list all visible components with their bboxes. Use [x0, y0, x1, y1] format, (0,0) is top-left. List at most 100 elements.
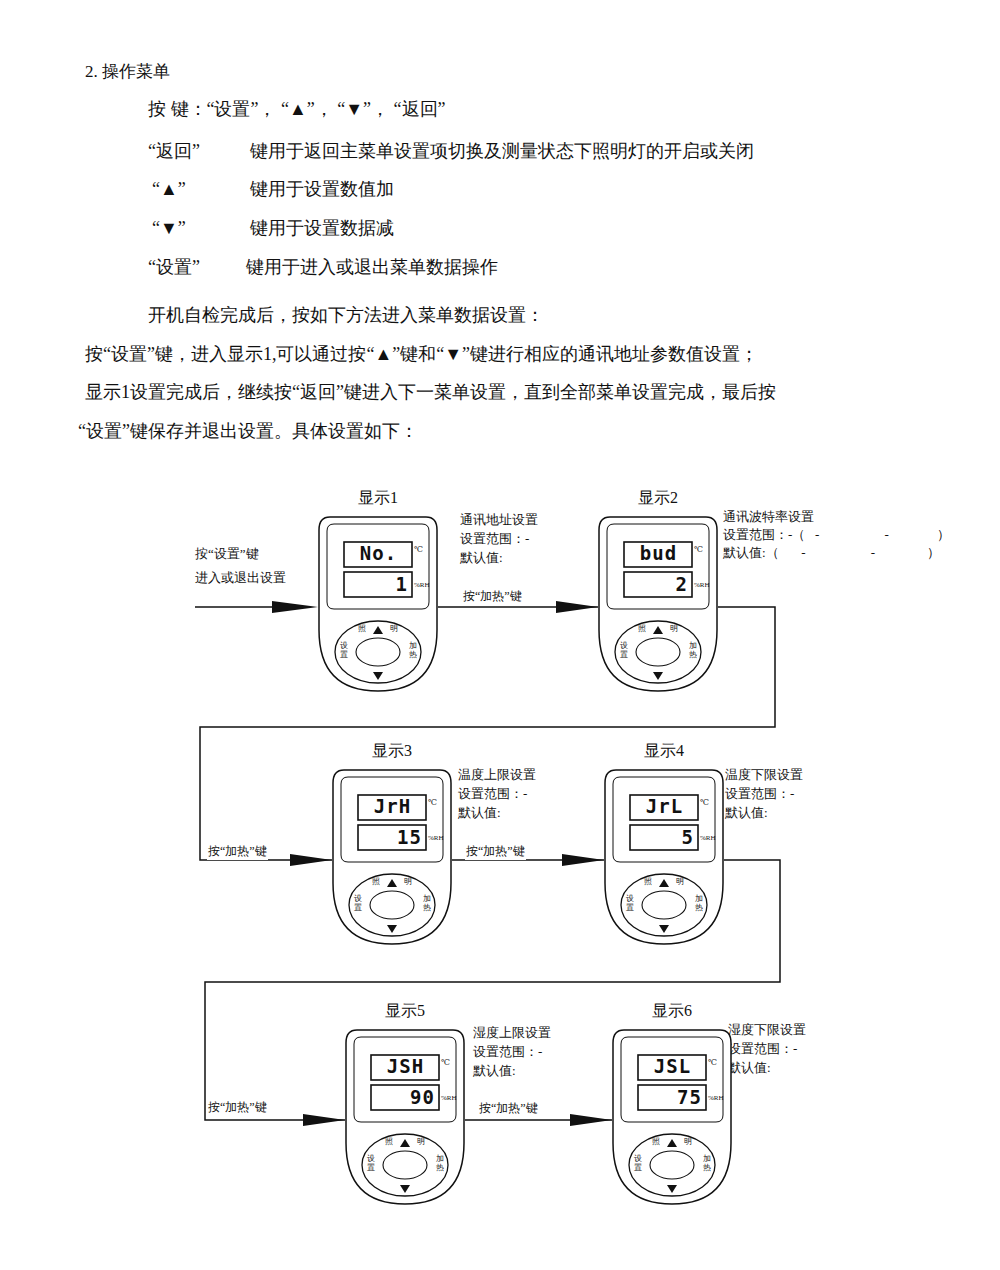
annotation: 通讯波特率设置 [723, 509, 814, 525]
key-mark: 设置 [634, 1155, 642, 1173]
device-panel: 显示4JrL℃5%RH照明设置加热 [604, 743, 724, 946]
unit-mark: %RH [414, 582, 430, 589]
display-window [344, 542, 412, 567]
display-window [630, 795, 698, 820]
edge-label: 按“加热”键 [207, 843, 268, 860]
arrow-head [562, 854, 604, 866]
body-text: 显示1设置完成后，继续按“返回”键进入下一菜单设置，直到全部菜单设置完成，最后按 [85, 382, 776, 404]
arrow-head [290, 854, 332, 866]
device-panel: 显示6JSL℃75%RH照明设置加热 [612, 1003, 732, 1206]
annotation: 湿度下限设置 [728, 1022, 806, 1038]
section-title: 2. 操作菜单 [85, 62, 170, 82]
readout-top: JSL [640, 1057, 705, 1076]
device-outline [345, 1003, 465, 1206]
unit-mark: %RH [708, 1095, 724, 1102]
device-body [319, 517, 437, 691]
body-text: 键用于返回主菜单设置项切换及测量状态下照明灯的开启或关闭 [250, 141, 754, 163]
keypad-center [356, 638, 400, 666]
annotation: 进入或退出设置 [195, 570, 286, 586]
display-heading: 显示2 [598, 490, 718, 506]
edge-label: 按“加热”键 [207, 1099, 268, 1116]
keypad [615, 621, 701, 683]
display-window [630, 825, 698, 850]
display-window [624, 542, 692, 567]
screen-frame [327, 524, 429, 609]
keypad [349, 874, 435, 936]
device-panel: 显示2bud℃2%RH照明设置加热 [598, 490, 718, 693]
key-mark: 照 [652, 1138, 660, 1146]
readout-bottom: 5 [632, 828, 694, 847]
body-text: “设置”键保存并退出设置。具体设置如下： [78, 421, 418, 443]
key-mark: 加热 [695, 895, 703, 913]
keypad-center [650, 1151, 694, 1179]
unit-mark: %RH [428, 835, 444, 842]
screen-frame [613, 777, 715, 862]
key-mark: 设置 [626, 895, 634, 913]
readout-top: No. [346, 544, 411, 563]
edge-label: 按“加热”键 [465, 843, 526, 860]
key-mark: 明 [404, 878, 412, 886]
display-window [638, 1055, 706, 1080]
display-window [358, 795, 426, 820]
annotation: 设置范围：- [458, 786, 527, 802]
display-window [358, 825, 426, 850]
key-mark: 加热 [703, 1155, 711, 1173]
body-text: 键用于设置数值加 [250, 179, 394, 201]
annotation: 湿度上限设置 [473, 1025, 551, 1041]
key-mark: 加热 [409, 642, 417, 660]
display-heading: 显示3 [332, 743, 452, 759]
key-mark: 加热 [689, 642, 697, 660]
key-mark: 设置 [354, 895, 362, 913]
device-panel: 显示3JrH℃15%RH照明设置加热 [332, 743, 452, 946]
annotation: 设置范围：- [460, 531, 529, 547]
down-key [667, 1185, 677, 1193]
display-window [371, 1085, 439, 1110]
body-text: “▲” [152, 179, 186, 201]
readout-bottom: 75 [640, 1088, 702, 1107]
down-key [400, 1185, 410, 1193]
up-key [387, 879, 397, 887]
key-mark: 设置 [340, 642, 348, 660]
screen-frame [341, 777, 443, 862]
key-mark: 设置 [367, 1155, 375, 1173]
readout-top: bud [626, 544, 691, 563]
unit-mark: ℃ [428, 799, 437, 807]
keypad-center [370, 891, 414, 919]
annotation: 设置范围：- [725, 786, 794, 802]
key-mark: 照 [385, 1138, 393, 1146]
device-outline [598, 490, 718, 693]
display-heading: 显示5 [345, 1003, 465, 1019]
key-mark: 加热 [436, 1155, 444, 1173]
down-key [659, 925, 669, 933]
key-mark: 明 [670, 625, 678, 633]
display-window [638, 1085, 706, 1110]
key-mark: 照 [372, 878, 380, 886]
body-text: “设置” [148, 257, 200, 279]
keypad-center [383, 1151, 427, 1179]
device-outline [612, 1003, 732, 1206]
annotation: 设置范围：- [473, 1044, 542, 1060]
device-panel: 显示5JSH℃90%RH照明设置加热 [345, 1003, 465, 1206]
display-heading: 显示1 [318, 490, 438, 506]
key-mark: 明 [684, 1138, 692, 1146]
annotation: 设置范围：-（ - - ） [723, 527, 951, 543]
display-heading: 显示4 [604, 743, 724, 759]
keypad [629, 1134, 715, 1196]
arrow-head [570, 1114, 612, 1126]
unit-mark: ℃ [700, 799, 709, 807]
down-key [387, 925, 397, 933]
key-mark: 照 [644, 878, 652, 886]
keypad [335, 621, 421, 683]
body-text: “返回” [148, 141, 200, 163]
device-body [605, 770, 723, 944]
unit-mark: %RH [441, 1095, 457, 1102]
unit-mark: ℃ [694, 546, 703, 554]
body-text: 开机自检完成后，按如下方法进入菜单数据设置： [148, 305, 544, 327]
device-outline [318, 490, 438, 693]
unit-mark: ℃ [441, 1059, 450, 1067]
annotation: 默认值: [473, 1063, 516, 1079]
annotation: 默认值:（ - - ） [723, 545, 940, 561]
annotation: 温度上限设置 [458, 767, 536, 783]
